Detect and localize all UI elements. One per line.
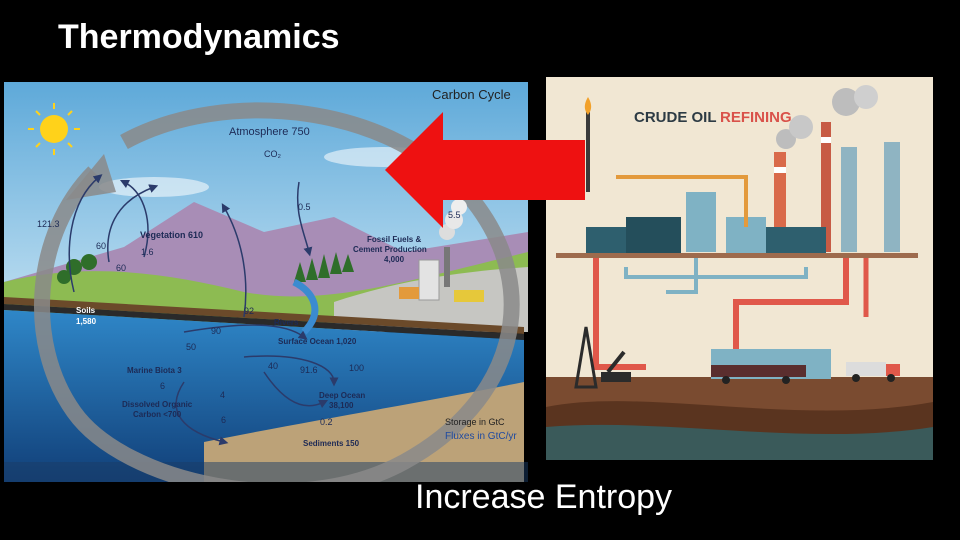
storage-tanks xyxy=(586,192,826,253)
flux-91-6: 91.6 xyxy=(300,365,318,375)
flux-6-b: 6 xyxy=(221,415,226,425)
soils-label: Soils xyxy=(76,306,96,315)
chimneys xyxy=(774,85,900,252)
sediments-label: Sediments 150 xyxy=(303,439,360,448)
deep-ocean-line1: Deep Ocean xyxy=(319,391,365,400)
oil-derrick-icon xyxy=(574,326,631,389)
co2-label: CO₂ xyxy=(264,149,282,159)
soil-strip xyxy=(4,297,524,334)
refinery-heading-part2: REFINING xyxy=(720,109,792,126)
flux-arrows xyxy=(68,174,339,446)
soils-value: 1,580 xyxy=(76,317,97,326)
refinery-heading-part1: CRUDE OIL xyxy=(634,109,717,126)
flux-1-6: 1.6 xyxy=(141,247,154,257)
flux-100: 100 xyxy=(349,363,364,373)
flux-40: 40 xyxy=(268,361,278,371)
flux-5-5: 5.5 xyxy=(448,210,461,220)
pipes xyxy=(593,175,869,370)
rivers-label: Rivers xyxy=(274,318,299,327)
flare-stack-icon xyxy=(584,97,592,192)
legend-storage: Storage in GtC xyxy=(445,417,505,427)
sun-icon xyxy=(28,103,80,155)
deep-ocean-line2: 38,100 xyxy=(329,401,354,410)
fossil-fuels-value: 4,000 xyxy=(384,255,405,264)
flux-50: 50 xyxy=(186,342,196,352)
river xyxy=(292,278,319,335)
carbon-cycle-heading: Carbon Cycle xyxy=(432,87,511,102)
flux-0-2: 0.2 xyxy=(320,417,333,427)
flux-4: 4 xyxy=(220,390,225,400)
fossil-fuels-line2: Cement Production xyxy=(353,245,427,254)
flux-6-a: 6 xyxy=(160,381,165,391)
flux-90: 90 xyxy=(211,326,221,336)
factory xyxy=(399,199,484,302)
slide-subtitle: Increase Entropy xyxy=(415,478,673,516)
atmosphere-label: Atmosphere 750 xyxy=(229,126,310,138)
crude-oil-refining-illustration: CRUDE OIL REFINING xyxy=(546,77,933,460)
doc-line2: Carbon <700 xyxy=(133,410,182,419)
seafloor xyxy=(204,382,524,482)
cycle-arrow xyxy=(34,102,520,482)
surface-ocean-label: Surface Ocean 1,020 xyxy=(278,337,357,346)
legend-fluxes: Fluxes in GtC/yr xyxy=(445,431,517,442)
flux-60-a: 60 xyxy=(96,241,106,251)
slide-title: Thermodynamics xyxy=(58,18,340,56)
vegetation-label: Vegetation 610 xyxy=(140,230,203,240)
flux-121-3: 121.3 xyxy=(37,219,60,229)
flux-92: 92 xyxy=(244,306,254,316)
fossil-fuels-line1: Fossil Fuels & xyxy=(367,235,421,244)
marine-biota-label: Marine Biota 3 xyxy=(127,366,182,375)
rail-tankers xyxy=(711,349,900,384)
trees xyxy=(57,252,354,284)
doc-line1: Dissolved Organic xyxy=(122,400,193,409)
left-arrow-icon xyxy=(385,112,585,228)
flux-60-b: 60 xyxy=(116,263,126,273)
flux-0-5: 0.5 xyxy=(298,202,311,212)
